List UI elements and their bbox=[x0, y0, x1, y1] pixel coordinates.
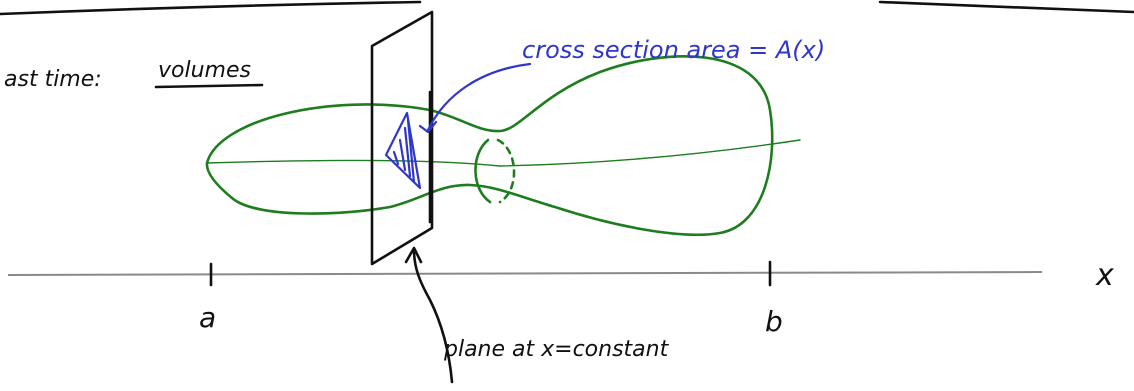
heading-topic: volumes bbox=[158, 58, 251, 83]
cross-section-arrow-head bbox=[418, 120, 438, 134]
heading-topic-underline bbox=[154, 83, 264, 89]
triangle-cross-section bbox=[384, 111, 422, 190]
top-border-left bbox=[0, 0, 422, 16]
x-axis-line bbox=[7, 271, 1043, 276]
plane-arrow-head bbox=[404, 246, 423, 264]
neck-cross-section-front bbox=[474, 138, 492, 204]
solid-outline bbox=[205, 55, 774, 237]
x-axis-variable: x bbox=[1095, 258, 1114, 293]
cross-section-label: cross section area = A(x) bbox=[522, 36, 825, 64]
neck-cross-section-back bbox=[496, 138, 516, 204]
triangle-hatching bbox=[392, 118, 416, 184]
solid-axis bbox=[206, 139, 801, 167]
plane-arrow bbox=[412, 248, 454, 384]
top-border-right bbox=[878, 0, 1134, 14]
plane-label: plane at x=constant bbox=[443, 337, 670, 362]
label-a: a bbox=[199, 301, 216, 334]
label-b: b bbox=[765, 305, 783, 338]
slicing-plane bbox=[370, 10, 434, 266]
heading-prefix: ast time: bbox=[4, 67, 102, 92]
cross-section-arrow bbox=[426, 62, 532, 132]
